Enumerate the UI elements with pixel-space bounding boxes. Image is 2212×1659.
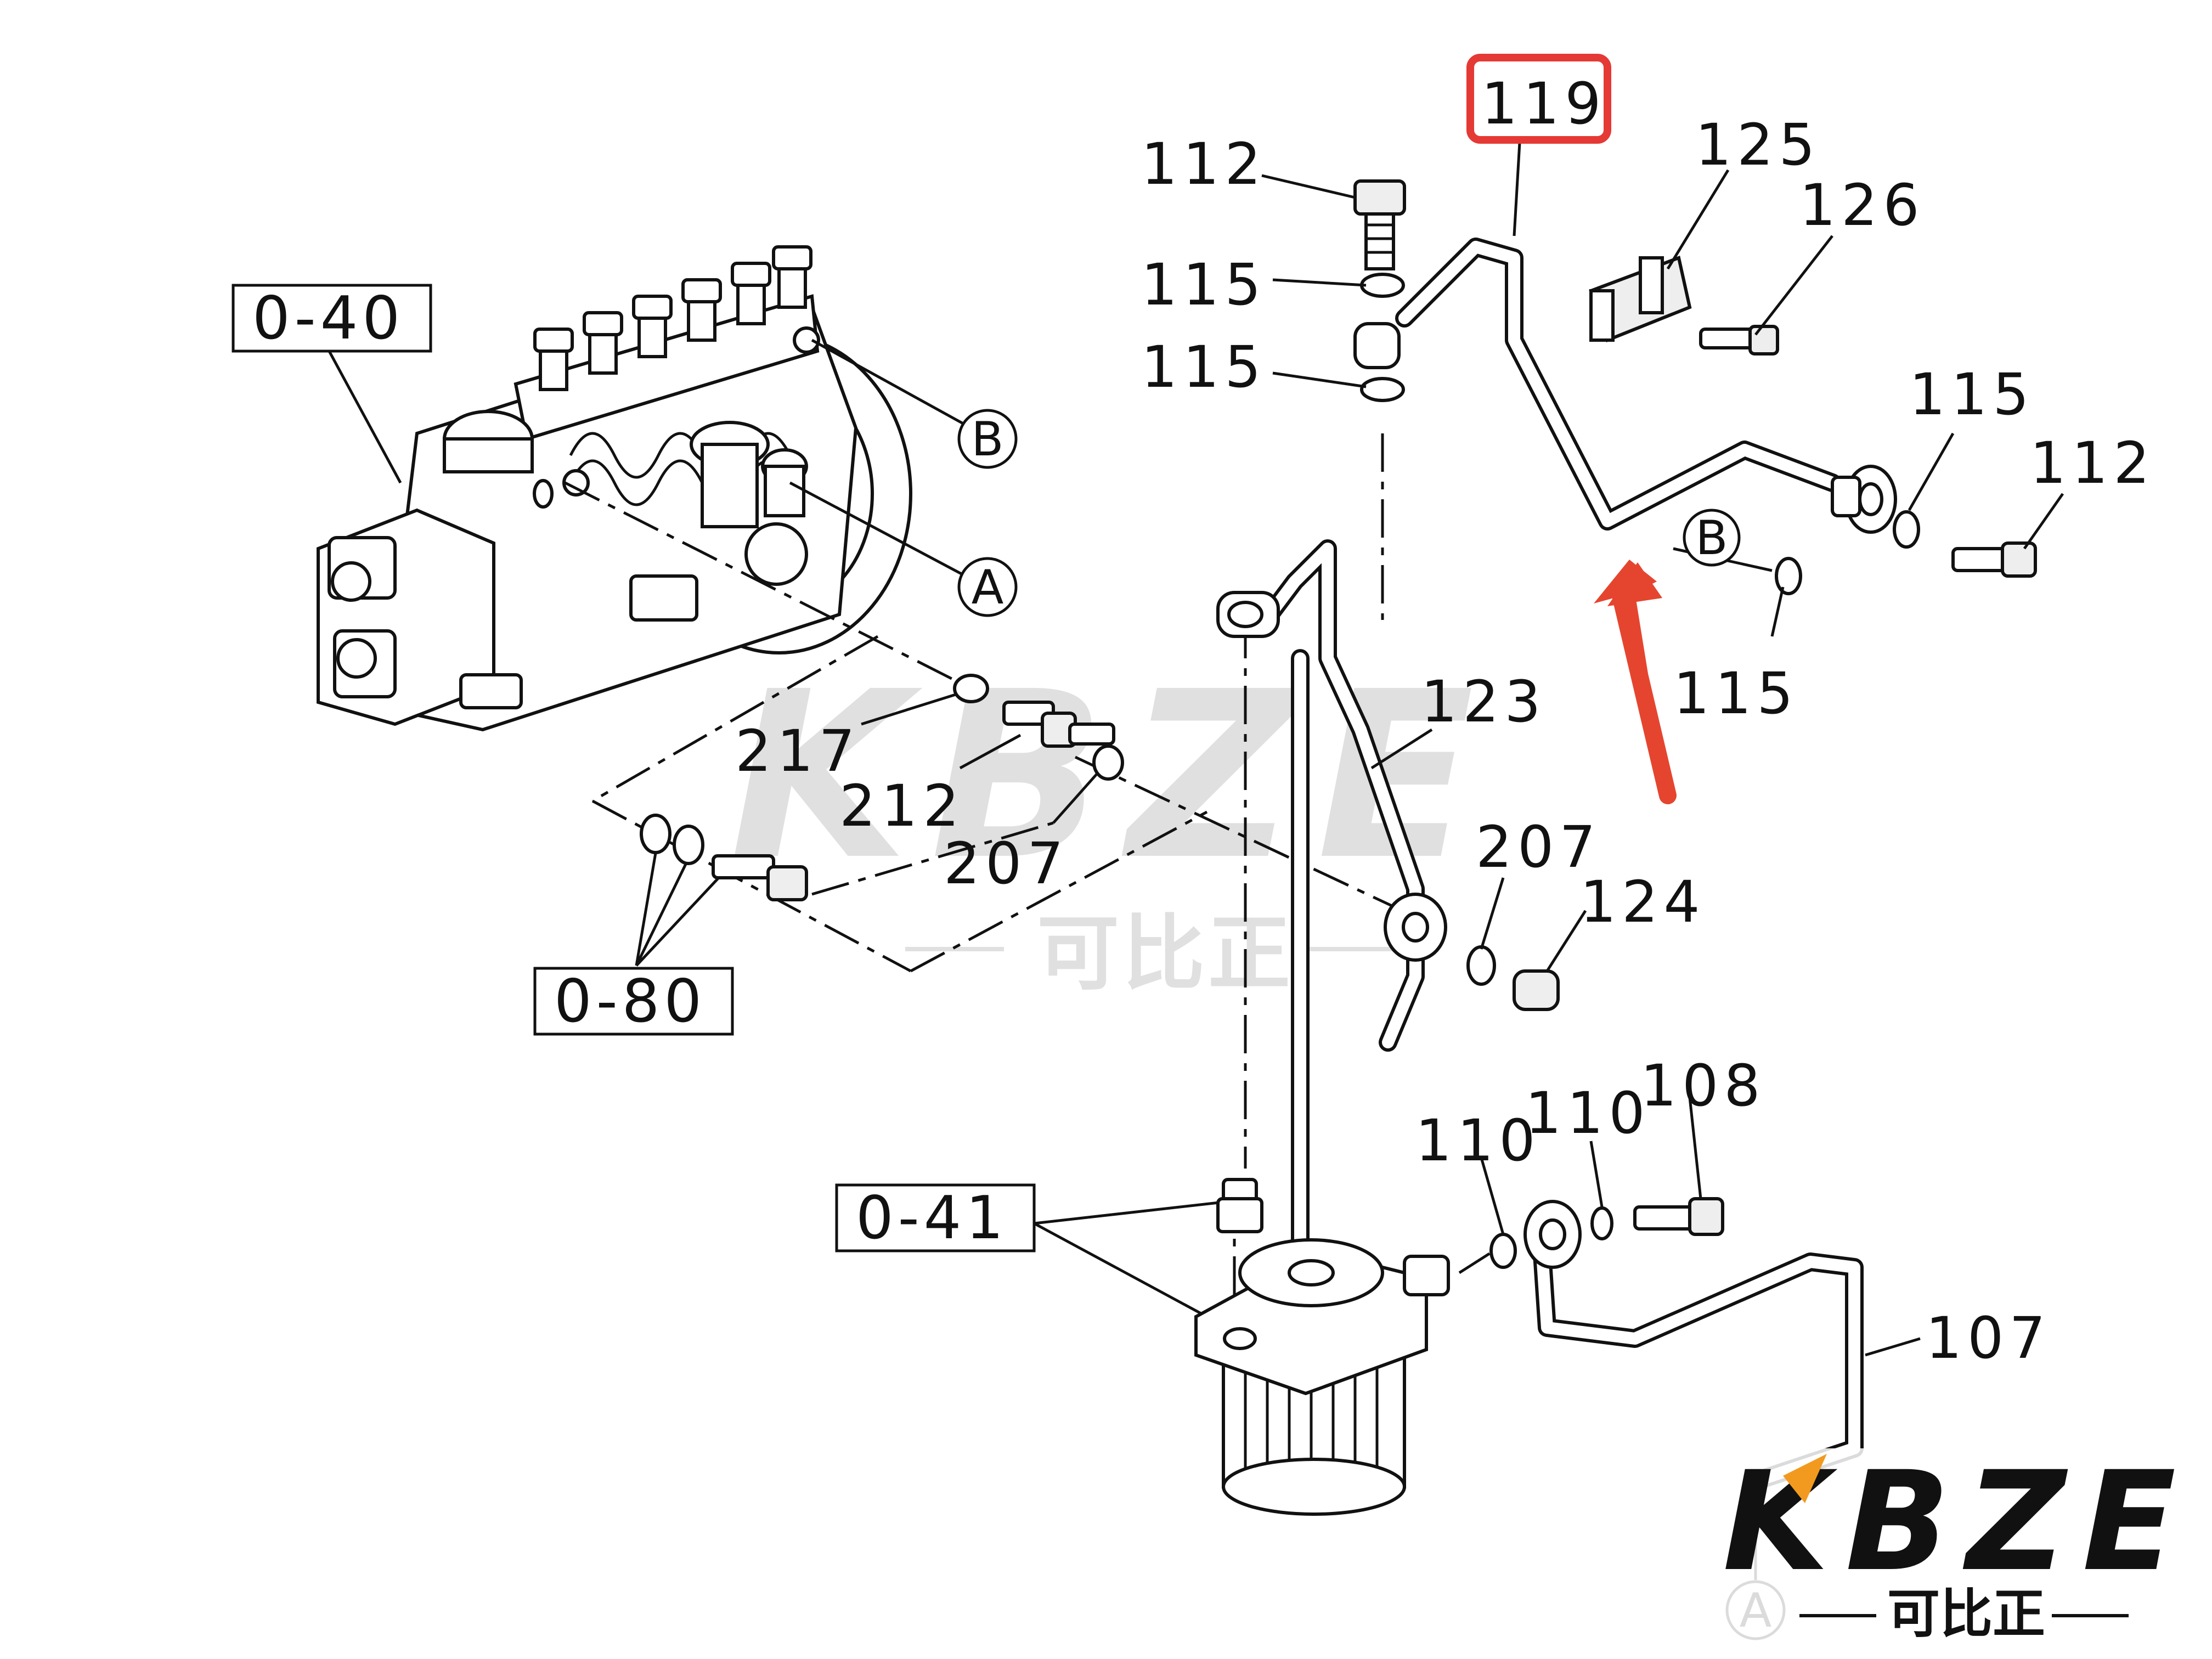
red-arrow-icon bbox=[1594, 560, 1677, 804]
clamp-125 bbox=[1589, 255, 1692, 342]
callout-108: 108 bbox=[1640, 1052, 1766, 1119]
marker-b-right-label: B bbox=[1696, 511, 1728, 566]
marker-a-upper-label: A bbox=[972, 560, 1004, 615]
bolt-112-top bbox=[1353, 179, 1406, 270]
kbze-logo-chinese: 可比正 bbox=[1887, 1583, 2045, 1645]
callout-119-label: 119 bbox=[1481, 70, 1607, 137]
callout-207-right: 207 bbox=[1476, 814, 1601, 881]
callout-125: 125 bbox=[1695, 111, 1821, 178]
bolt-108 bbox=[1633, 1197, 1724, 1236]
marker-a-upper: A bbox=[957, 557, 1018, 617]
callout-123: 123 bbox=[1421, 668, 1547, 735]
bolt-112-right bbox=[1951, 541, 2037, 578]
callout-110-b: 110 bbox=[1525, 1080, 1651, 1147]
callout-217: 217 bbox=[735, 718, 861, 785]
ref-0-80-label: 0-80 bbox=[554, 967, 706, 1036]
callout-115-lower: 115 bbox=[1673, 660, 1799, 727]
pipe-107 bbox=[1523, 1200, 1864, 1491]
ref-0-40-label: 0-40 bbox=[252, 284, 404, 353]
ref-0-41-label: 0-41 bbox=[856, 1184, 1008, 1252]
callout-207-left: 207 bbox=[944, 830, 1069, 897]
marker-b-right: B bbox=[1683, 509, 1741, 567]
kbze-logo-brand: KBZE bbox=[1723, 1442, 2192, 1601]
ref-box-0-41: 0-41 bbox=[835, 1183, 1036, 1252]
callout-119: 119 bbox=[1466, 54, 1611, 144]
callout-107: 107 bbox=[1926, 1305, 2051, 1372]
marker-b-upper-label: B bbox=[972, 412, 1004, 467]
callout-212: 212 bbox=[839, 772, 965, 839]
injection-pump bbox=[317, 245, 912, 732]
ref-box-0-80: 0-80 bbox=[533, 967, 734, 1036]
callout-110-a: 110 bbox=[1415, 1107, 1541, 1174]
pipe-123 bbox=[1216, 539, 1447, 1052]
fuel-filter bbox=[1194, 1238, 1450, 1516]
marker-b-upper: B bbox=[957, 409, 1018, 469]
delivery-valves bbox=[533, 245, 812, 391]
ref-box-0-40: 0-40 bbox=[232, 284, 432, 353]
kbze-logo: KBZE 可比正 bbox=[1712, 1442, 2205, 1657]
callout-115-right: 115 bbox=[1909, 361, 2035, 428]
banjo-212 bbox=[1002, 701, 1115, 748]
callout-112-right: 112 bbox=[2030, 430, 2155, 496]
callout-112-top: 112 bbox=[1141, 131, 1267, 198]
center-watermark-chinese: 可比正 bbox=[1037, 906, 1294, 1002]
callout-126: 126 bbox=[1799, 172, 1925, 239]
callout-115-b: 115 bbox=[1141, 334, 1267, 400]
pipe-119 bbox=[1353, 238, 1897, 534]
bolt-126 bbox=[1699, 325, 1779, 356]
callout-124: 124 bbox=[1580, 868, 1706, 935]
callout-115-a: 115 bbox=[1141, 251, 1267, 318]
